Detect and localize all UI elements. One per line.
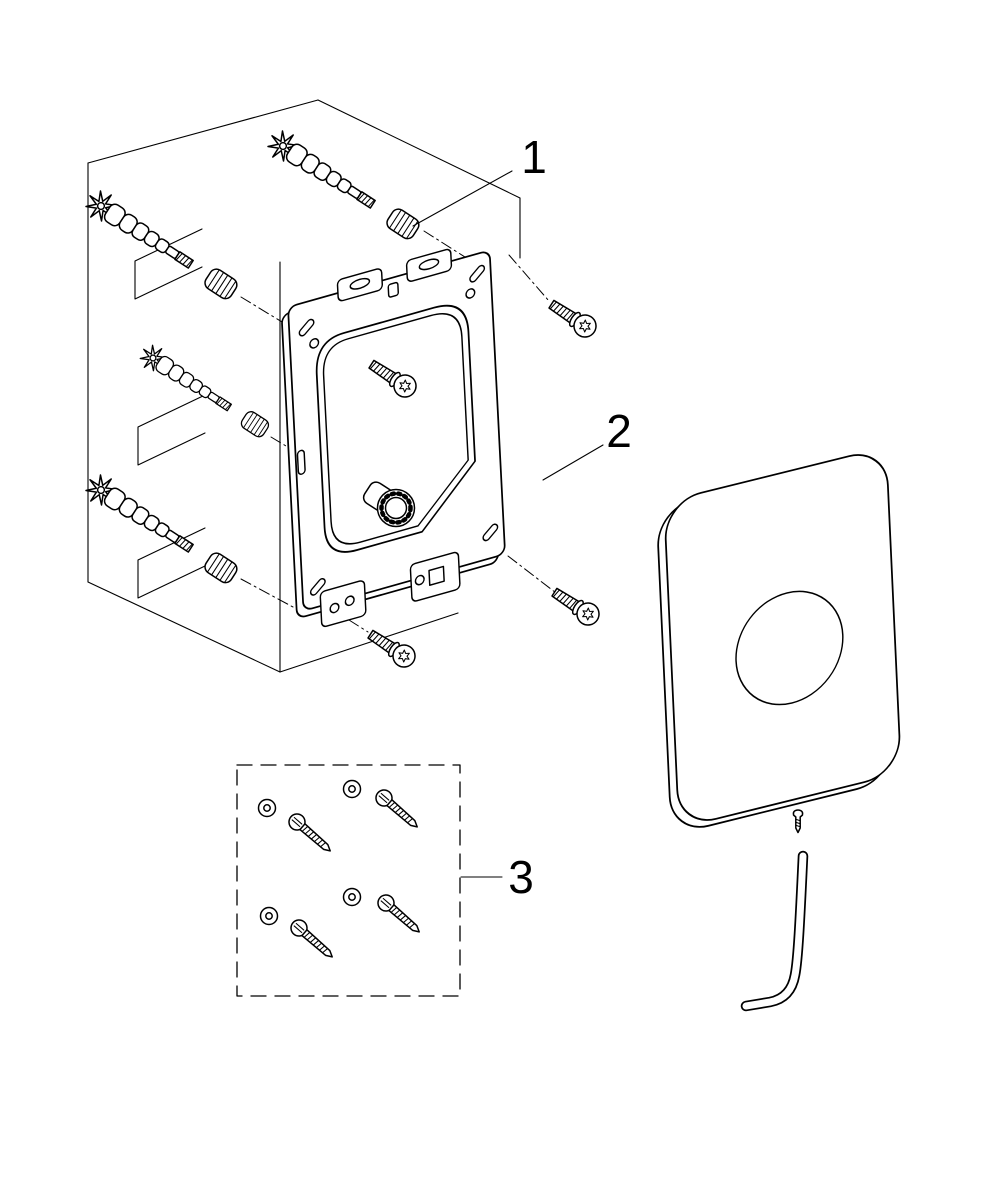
- washer: [342, 887, 362, 907]
- square-hole: [428, 565, 445, 586]
- actuation-opening: [735, 590, 844, 706]
- corner-slot: [469, 264, 486, 283]
- knurled-nut: [201, 549, 241, 587]
- wall-step-lines: [134, 228, 206, 599]
- oval-slot: [349, 277, 371, 290]
- fixing-screw-bottom-right: [547, 582, 604, 630]
- corner-slot: [309, 577, 326, 596]
- wall-anchor-rod-middle-left: [134, 339, 272, 440]
- oval-slot: [418, 258, 440, 271]
- wall-anchor-rod-top: [261, 124, 423, 243]
- dashed-kit-box: [236, 764, 461, 997]
- mounting-frame: [281, 248, 506, 628]
- washer: [259, 906, 279, 926]
- callout-leaders: [412, 170, 604, 878]
- fixing-screw-top-right: [544, 294, 601, 342]
- wall-anchor-rod-upper-left: [79, 184, 241, 303]
- callout-label-2: 2: [606, 405, 632, 457]
- adjustment-knob: [362, 481, 416, 528]
- fixing-screw-bottom-center: [363, 624, 420, 672]
- screw-hole: [329, 602, 340, 614]
- callout-label-1: 1: [521, 131, 547, 183]
- allen-key: [740, 850, 809, 1012]
- corner-slot: [482, 523, 499, 542]
- screw-hole: [414, 574, 425, 586]
- isometric-outline-box: [87, 99, 521, 673]
- fastener-set: [236, 764, 461, 997]
- screw-hole: [344, 595, 355, 607]
- screw-hole: [465, 288, 476, 299]
- top-slot: [387, 281, 399, 298]
- knurled-nut: [201, 265, 241, 303]
- screw-hole: [309, 338, 320, 349]
- corner-slot: [298, 318, 315, 337]
- side-slot: [296, 449, 306, 475]
- cover-plate-screw: [792, 809, 804, 834]
- wood-screw: [284, 809, 337, 858]
- wood-screw: [286, 915, 339, 964]
- washer: [342, 779, 362, 799]
- wall-anchor-rod-lower-left: [79, 468, 241, 587]
- cover-plate: [657, 454, 901, 828]
- wood-screw: [373, 890, 426, 939]
- wood-screw: [371, 785, 424, 834]
- knurled-nut: [238, 408, 272, 440]
- callout-label-3: 3: [508, 851, 534, 903]
- washer: [257, 798, 277, 818]
